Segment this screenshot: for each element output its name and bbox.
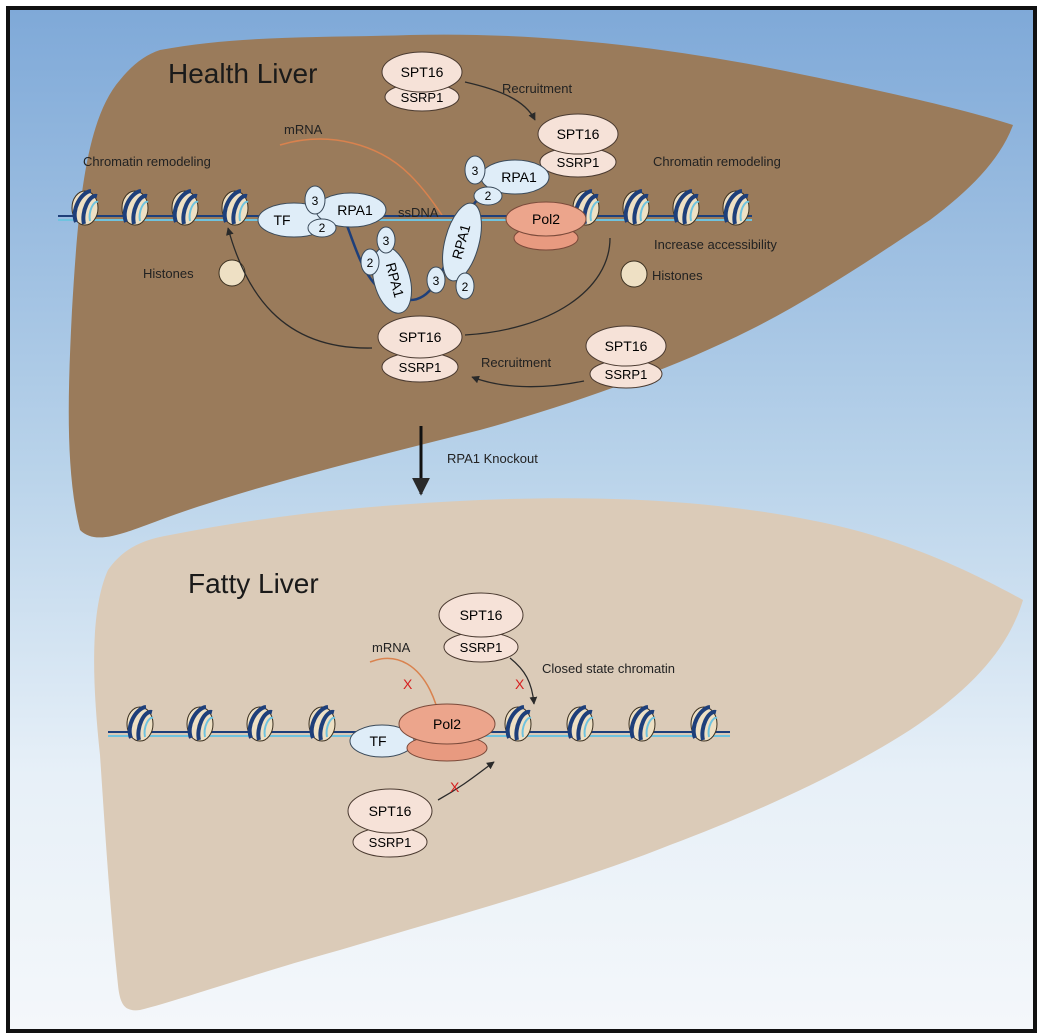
ssrp1-label: SSRP1 <box>369 835 412 850</box>
healthy-liver-shape <box>68 34 1013 538</box>
blocked-recruitment-arrow-top <box>509 657 538 705</box>
ssrp1-label: SSRP1 <box>605 367 648 382</box>
fact-complex-lower-right: SSRP1 SPT16 <box>585 325 667 389</box>
fact-complex-top: SSRP1 SPT16 <box>381 51 463 112</box>
ssrp1-label: SSRP1 <box>399 360 442 375</box>
ssrp1-label: SSRP1 <box>557 155 600 170</box>
tf-label: TF <box>273 212 290 228</box>
pol2-label: Pol2 <box>433 716 461 732</box>
subunit-3-label: 3 <box>312 194 319 208</box>
ssrp1-label: SSRP1 <box>460 640 503 655</box>
recruitment-label-bottom: Recruitment <box>481 355 551 370</box>
pol2-healthy: Pol2 <box>505 201 587 251</box>
chromatin-remodeling-right: Chromatin remodeling <box>653 154 781 169</box>
histones-label-left: Histones <box>143 266 194 281</box>
subunit-2-label: 2 <box>319 221 326 235</box>
subunit-3-label: 3 <box>383 234 390 248</box>
fact-complex-fatty-bottom: SSRP1 SPT16 <box>347 788 433 858</box>
histones-label-right: Histones <box>652 268 703 283</box>
fatty-title: Fatty Liver <box>188 568 319 599</box>
diagram-canvas: Health Liver SSRP1 SPT16 Recruitment SSR… <box>58 34 1023 1011</box>
blocked-recruitment-arrow-bottom <box>437 761 495 801</box>
rpa1-label: RPA1 <box>501 169 537 185</box>
mrna-label-fatty: mRNA <box>372 640 411 655</box>
fact-complex-lower: SSRP1 SPT16 <box>377 315 463 383</box>
spt16-label: SPT16 <box>460 607 503 623</box>
chromatin-remodeling-left: Chromatin remodeling <box>83 154 211 169</box>
subunit-3-label: 3 <box>472 164 479 178</box>
ssrp1-label: SSRP1 <box>401 90 444 105</box>
recruitment-arrow-top <box>464 81 536 121</box>
knockout-label: RPA1 Knockout <box>447 451 538 466</box>
closed-state-label: Closed state chromatin <box>542 661 675 676</box>
mrna-strand-healthy <box>279 138 443 216</box>
block-mark-mrna: X <box>403 676 413 692</box>
spt16-label: SPT16 <box>605 338 648 354</box>
mrna-label-healthy: mRNA <box>284 122 323 137</box>
eviction-arrow-left <box>226 227 373 349</box>
spt16-label: SPT16 <box>401 64 444 80</box>
spt16-label: SPT16 <box>557 126 600 142</box>
subunit-2-label: 2 <box>485 189 492 203</box>
rpa1-complex-upper-right: RPA1 3 2 <box>464 155 550 206</box>
subunit-2-label: 2 <box>367 256 374 270</box>
figure-frame: Health Liver SSRP1 SPT16 Recruitment SSR… <box>6 6 1037 1033</box>
eviction-arrow-right <box>464 237 611 336</box>
recruitment-arrow-bottom <box>471 375 585 388</box>
rpa1-complex-right-vertical: RPA1 3 2 <box>426 202 482 300</box>
rpa1-label: RPA1 <box>337 202 373 218</box>
block-mark-bottom: X <box>450 779 460 795</box>
spt16-label: SPT16 <box>369 803 412 819</box>
increase-accessibility-label: Increase accessibility <box>654 237 777 252</box>
recruitment-label-top: Recruitment <box>502 81 572 96</box>
fact-complex-right: SSRP1 SPT16 <box>537 113 619 178</box>
subunit-2-label: 2 <box>462 280 469 294</box>
spt16-label: SPT16 <box>399 329 442 345</box>
tf-label: TF <box>369 733 386 749</box>
rpa1-complex-lower: RPA1 3 2 <box>360 226 412 314</box>
ssdna-label: ssDNA <box>398 205 439 220</box>
pol2-label: Pol2 <box>532 211 560 227</box>
pol2-fatty: Pol2 <box>398 703 496 762</box>
free-histone-right <box>620 260 648 288</box>
fact-complex-fatty-top: SSRP1 SPT16 <box>438 592 524 663</box>
healthy-title: Health Liver <box>168 58 317 89</box>
rpa1-complex-left: RPA1 3 2 <box>304 185 387 238</box>
block-mark-top: X <box>515 676 525 692</box>
tf-factor-fatty: TF <box>349 724 415 758</box>
subunit-3-label: 3 <box>433 274 440 288</box>
fatty-liver-shape <box>94 498 1023 1011</box>
